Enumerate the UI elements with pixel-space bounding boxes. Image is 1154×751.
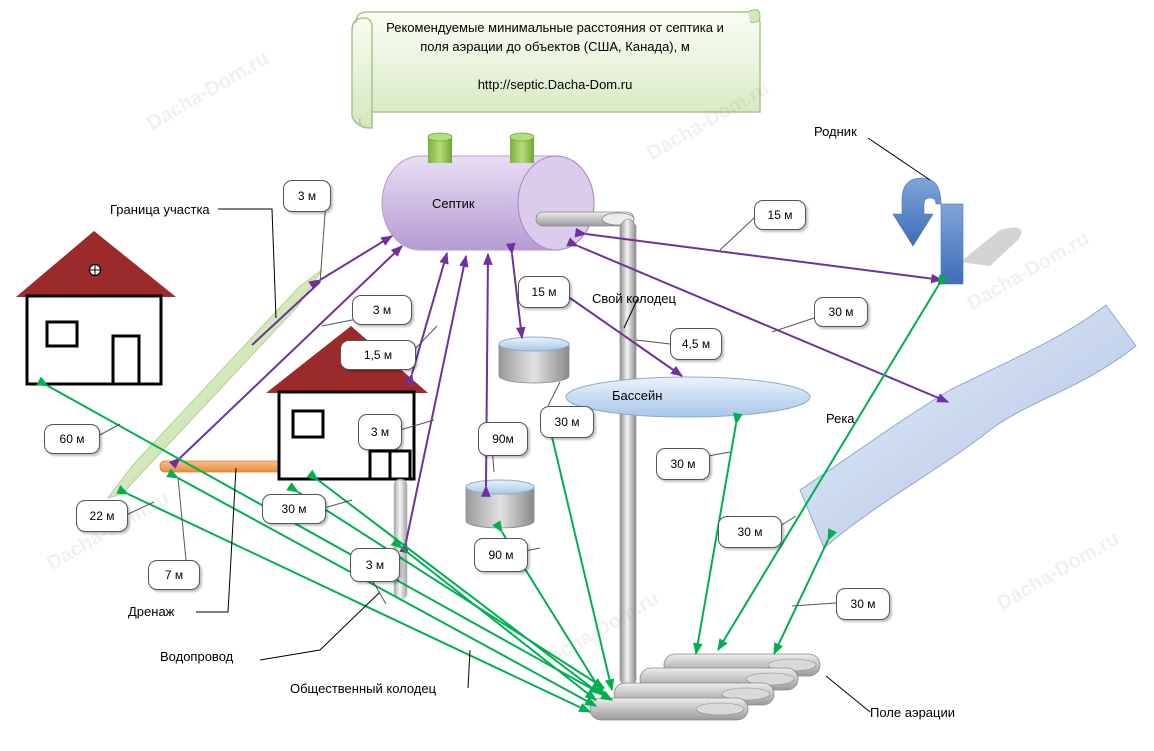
- distance-callout: 30 м: [836, 588, 890, 620]
- title-text: Рекомендуемые минимальные расстояния от …: [360, 18, 750, 94]
- aeration-distance-arrows: [36, 274, 948, 713]
- title-line-2: поля аэрации до объектов (США, Канада), …: [420, 39, 690, 54]
- distance-callout: 30 м: [262, 494, 326, 524]
- distance-callout: 30 м: [718, 516, 782, 548]
- label-boundary: Граница участка: [110, 202, 210, 217]
- distance-callout: 3 м: [358, 414, 402, 450]
- distance-callout: 1,5 м: [340, 340, 416, 370]
- distance-callout: 4,5 м: [670, 328, 722, 360]
- distance-callout: 3 м: [350, 548, 400, 582]
- leader-lines: [196, 137, 931, 713]
- distance-callout: 7 м: [148, 560, 200, 590]
- pool-shape: [565, 376, 811, 418]
- distance-callout: 60 м: [44, 424, 100, 454]
- distance-callout: 15 м: [754, 200, 806, 230]
- distance-callout: 30 м: [540, 406, 594, 438]
- public-well: [465, 479, 535, 529]
- outflow-pipe: [619, 218, 637, 690]
- label-river: Река: [826, 411, 855, 426]
- distance-callout: 3 м: [352, 295, 412, 325]
- title-url: http://septic.Dacha-Dom.ru: [477, 77, 633, 92]
- label-own-well: Свой колодец: [592, 291, 676, 306]
- own-well: [498, 336, 570, 384]
- label-septic: Септик: [432, 196, 475, 211]
- distance-callout: 3 м: [283, 180, 331, 212]
- river-shape: [799, 304, 1137, 549]
- label-pool: Бассейн: [612, 388, 663, 403]
- distance-callout: 90 м: [474, 538, 528, 572]
- house-left: [16, 231, 176, 386]
- label-spring: Родник: [814, 124, 857, 139]
- label-public-well: Общественный колодец: [290, 681, 437, 696]
- distance-callout: 30 м: [814, 297, 868, 327]
- distance-callout: 90м: [478, 422, 528, 456]
- distance-callout: 30 м: [656, 448, 710, 480]
- label-water-pipe: Водопровод: [160, 649, 234, 664]
- septic-tank: [381, 132, 635, 251]
- distance-callout: 15 м: [518, 276, 570, 308]
- spring-shape: [892, 177, 1022, 285]
- drainage-bar: [159, 460, 285, 473]
- title-scroll: [351, 9, 761, 129]
- distance-callout: 22 м: [76, 500, 128, 532]
- aeration-field: [589, 653, 821, 721]
- title-line-1: Рекомендуемые минимальные расстояния от …: [386, 20, 724, 35]
- label-drainage: Дренаж: [128, 604, 175, 619]
- label-aeration-field: Поле аэрации: [870, 705, 956, 720]
